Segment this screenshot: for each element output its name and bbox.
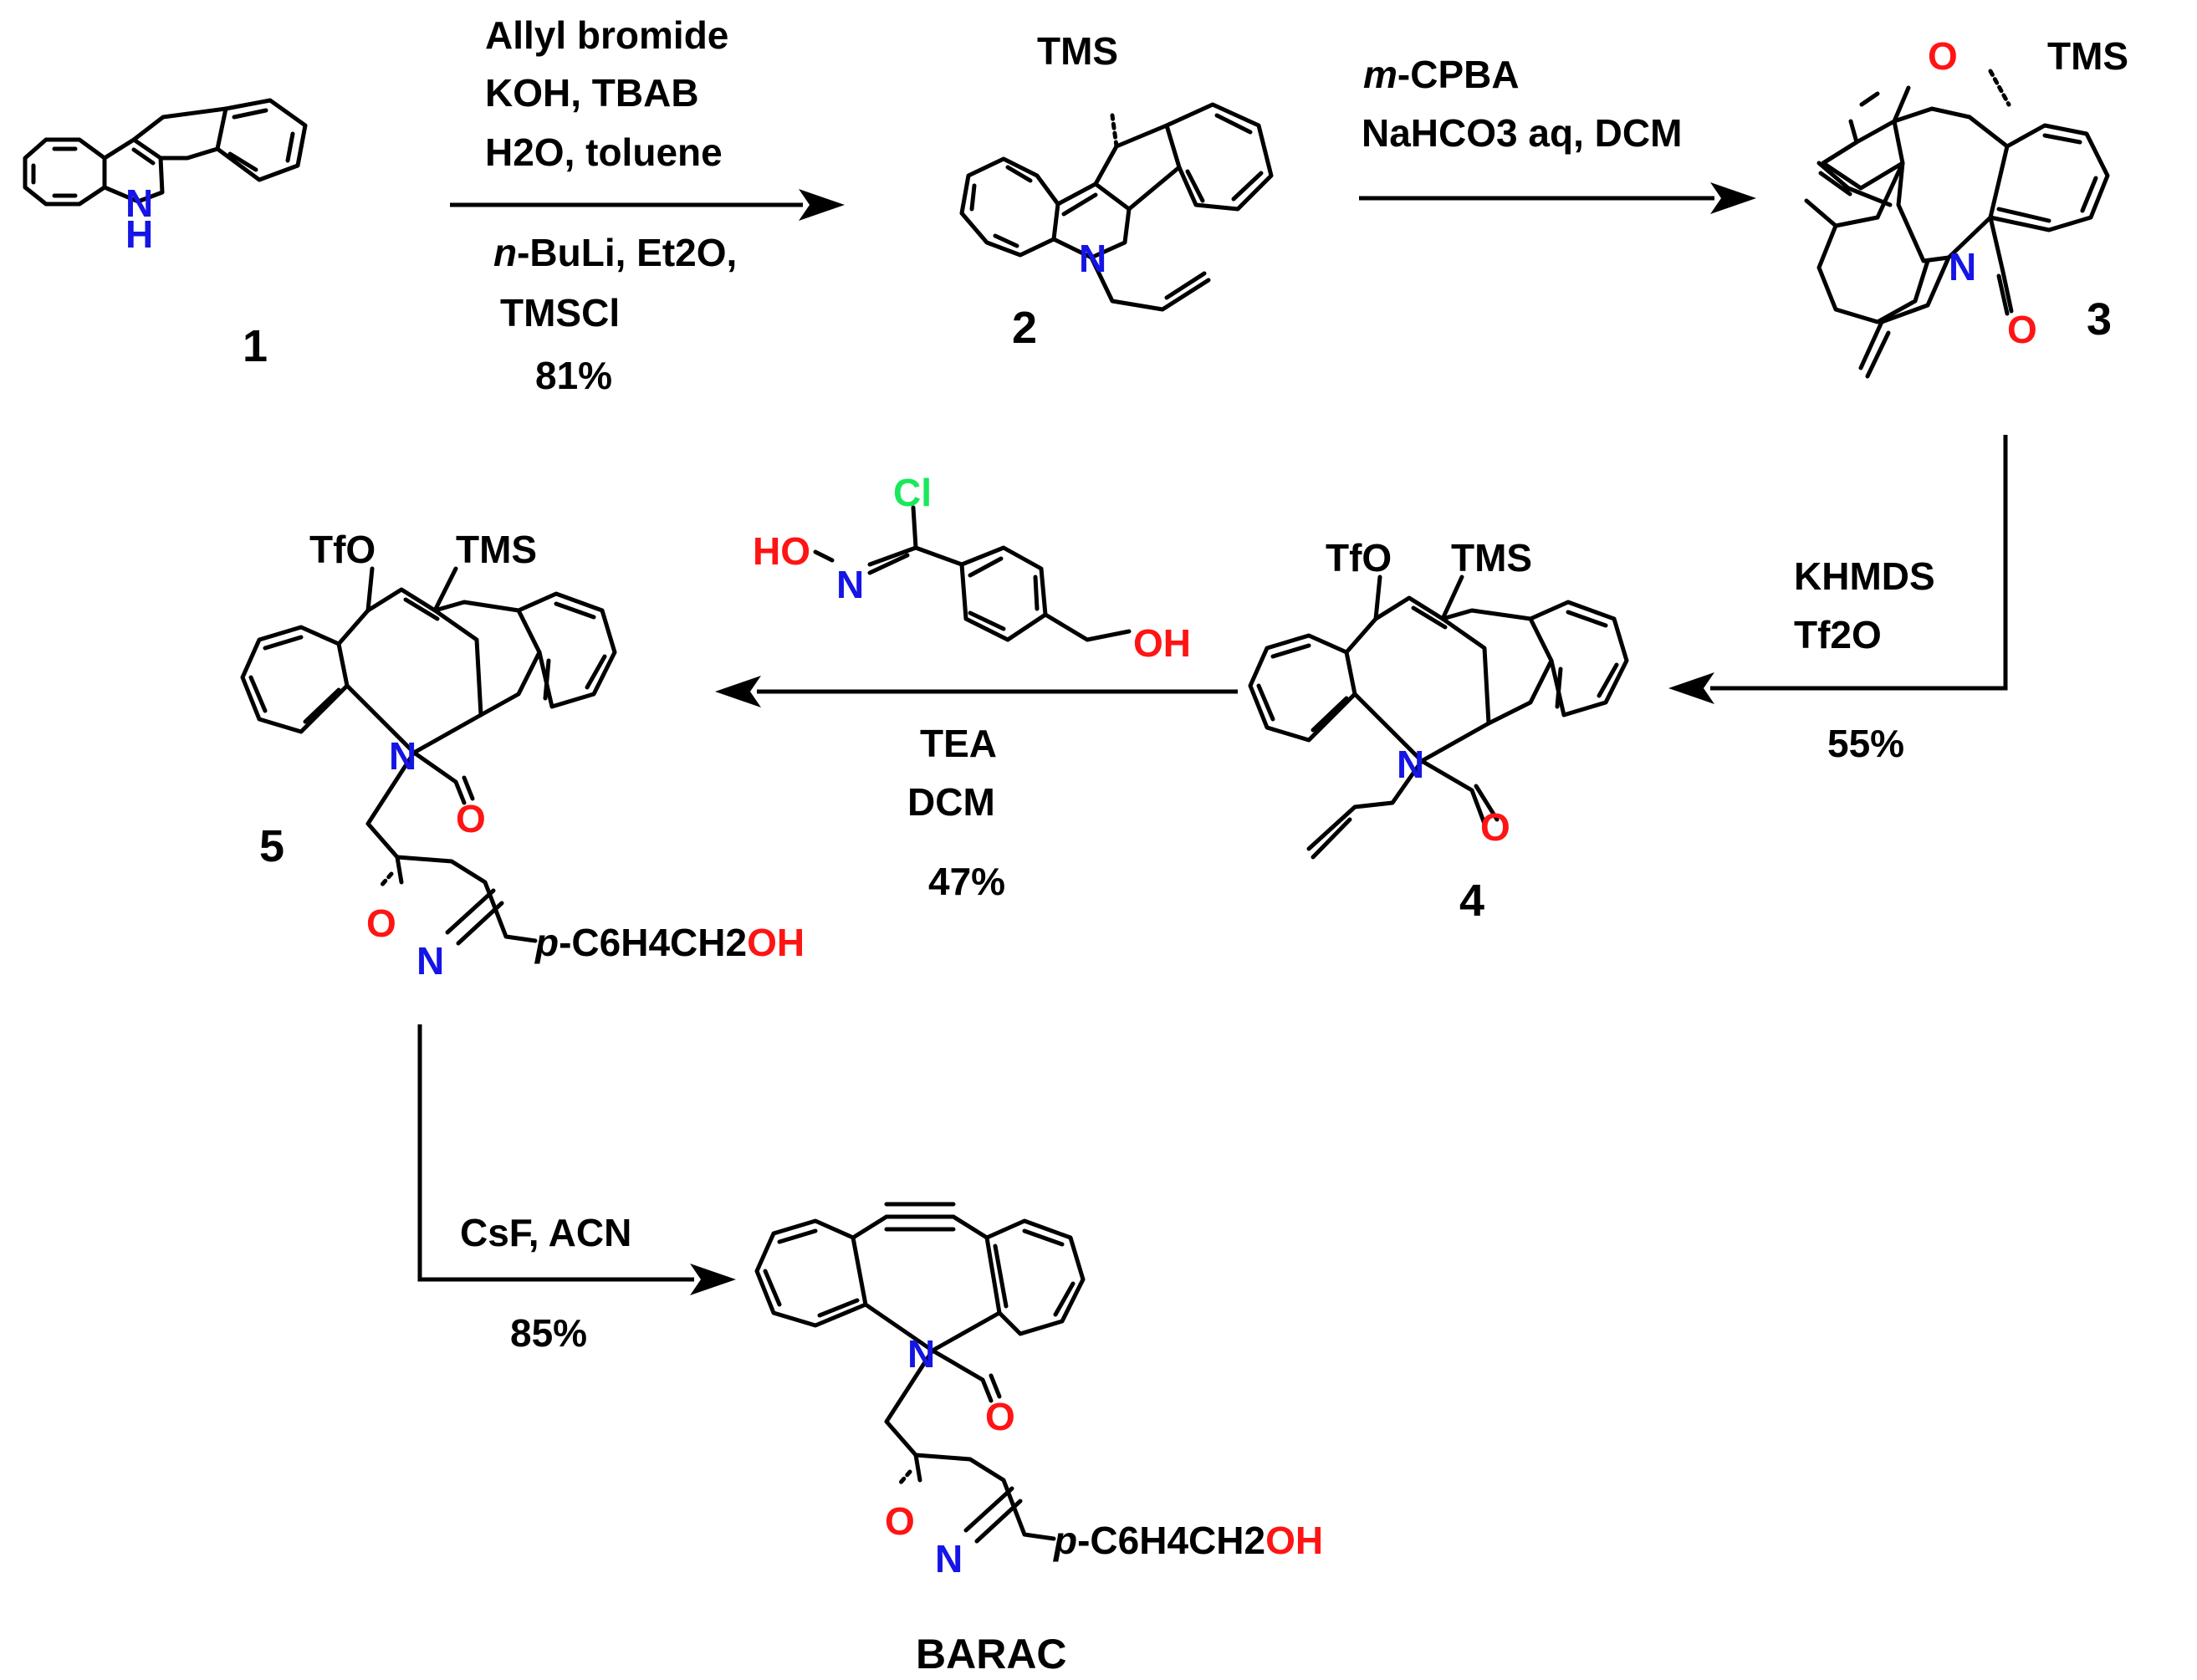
compound-1-nitrogen: N bbox=[125, 181, 153, 225]
compound-2-number: 2 bbox=[1012, 303, 1037, 353]
step-2: m-CPBA NaHCO3 aq, DCM bbox=[1359, 53, 1756, 214]
step-4-reagent-1: TEA bbox=[920, 722, 997, 765]
step-2-reagent-2: NaHCO3 aq, DCM bbox=[1362, 111, 1682, 155]
step-1-yield: 81% bbox=[535, 354, 612, 397]
step-4: Cl HO N OH TEA DCM 47% bbox=[715, 471, 1238, 903]
compound-2-tms: TMS bbox=[1037, 29, 1118, 73]
step-1-reagent-3: H2O, toluene bbox=[485, 130, 723, 174]
compound-5-ring-oxygen: O bbox=[366, 901, 396, 945]
step-3-arrowhead bbox=[1668, 672, 1714, 704]
step-1-reagent-5: TMSCl bbox=[500, 291, 620, 334]
step-1-reagent-4: n-BuLi, Et2O, bbox=[493, 231, 737, 274]
compound-3-ketone-oxygen: O bbox=[1928, 34, 1958, 78]
compound-3-nitrogen: N bbox=[1949, 245, 1976, 289]
compound-5-tms: TMS bbox=[456, 528, 537, 571]
compound-4: TfO TMS N O 4 bbox=[1248, 536, 1629, 926]
compound-5-substituent: p-C6H4CH2OH bbox=[534, 921, 805, 964]
compound-3-number: 3 bbox=[2087, 294, 2112, 345]
step-5: CsF, ACN 85% bbox=[417, 1024, 736, 1355]
step-1-arrowhead bbox=[799, 189, 845, 221]
barac-label: BARAC bbox=[916, 1631, 1067, 1677]
step-5-arrowhead bbox=[690, 1264, 736, 1295]
step-3-reagent-2: Tf2O bbox=[1794, 613, 1882, 656]
compound-1: N H 1 bbox=[23, 98, 308, 371]
step-5-yield: 85% bbox=[510, 1311, 587, 1355]
compound-3-tms: TMS bbox=[2047, 34, 2128, 78]
step-3-reagent-1: KHMDS bbox=[1794, 554, 1935, 598]
step-3-yield: 55% bbox=[1827, 722, 1904, 765]
compound-4-nitrogen: N bbox=[1397, 743, 1424, 786]
compound-2: TMS N 2 bbox=[959, 29, 1274, 353]
step-4-reagent-chlorine: Cl bbox=[893, 471, 932, 514]
compound-5-tfo: TfO bbox=[309, 528, 376, 571]
compound-1-number: 1 bbox=[243, 321, 268, 371]
compound-1-nh-hydrogen: H bbox=[125, 212, 153, 256]
step-4-reagent-2: DCM bbox=[907, 780, 995, 824]
compound-barac: N O O N p-C6H4CH2OH BARAC bbox=[754, 1202, 1323, 1677]
compound-3-amide-oxygen: O bbox=[2007, 308, 2037, 351]
step-4-reagent-nitrogen: N bbox=[836, 563, 864, 606]
step-2-reagent-1: m-CPBA bbox=[1363, 53, 1520, 96]
barac-nitrogen: N bbox=[907, 1332, 935, 1376]
barac-amide-oxygen: O bbox=[985, 1395, 1015, 1438]
compound-2-nitrogen: N bbox=[1079, 237, 1106, 280]
step-1: Allyl bromide KOH, TBAB H2O, toluene n-B… bbox=[450, 13, 845, 397]
step-4-reagent-hydroxyl: HO bbox=[753, 529, 810, 573]
compound-5-ring-nitrogen: N bbox=[416, 939, 444, 983]
barac-ring-nitrogen: N bbox=[935, 1537, 963, 1580]
compound-4-tms: TMS bbox=[1451, 536, 1532, 580]
barac-substituent: p-C6H4CH2OH bbox=[1052, 1519, 1323, 1562]
step-1-reagent-2: KOH, TBAB bbox=[485, 71, 699, 115]
step-4-yield: 47% bbox=[928, 860, 1005, 903]
compound-5-nitrogen: N bbox=[389, 734, 416, 778]
compound-5-amide-oxygen: O bbox=[456, 797, 486, 840]
step-5-reagent-1: CsF, ACN bbox=[460, 1211, 631, 1254]
compound-5: TfO TMS N O O N p-C6H4CH2OH 5 bbox=[240, 528, 805, 983]
compound-4-tfo: TfO bbox=[1326, 536, 1392, 580]
compound-4-amide-oxygen: O bbox=[1480, 805, 1510, 849]
step-4-arrowhead bbox=[715, 676, 761, 707]
step-1-reagent-1: Allyl bromide bbox=[485, 13, 728, 57]
step-5-arrow bbox=[417, 1024, 694, 1282]
step-3: KHMDS Tf2O 55% bbox=[1668, 435, 2008, 765]
compound-3: O TMS N O 3 bbox=[1804, 34, 2128, 379]
step-4-reagent-structure: Cl HO N OH bbox=[753, 471, 1191, 665]
step-2-arrowhead bbox=[1710, 182, 1756, 214]
compound-5-number: 5 bbox=[259, 821, 284, 871]
compound-4-number: 4 bbox=[1459, 876, 1484, 926]
step-3-arrow bbox=[1710, 435, 2008, 691]
barac-ring-oxygen: O bbox=[885, 1499, 915, 1543]
step-4-reagent-benzyl-hydroxyl: OH bbox=[1133, 621, 1191, 665]
